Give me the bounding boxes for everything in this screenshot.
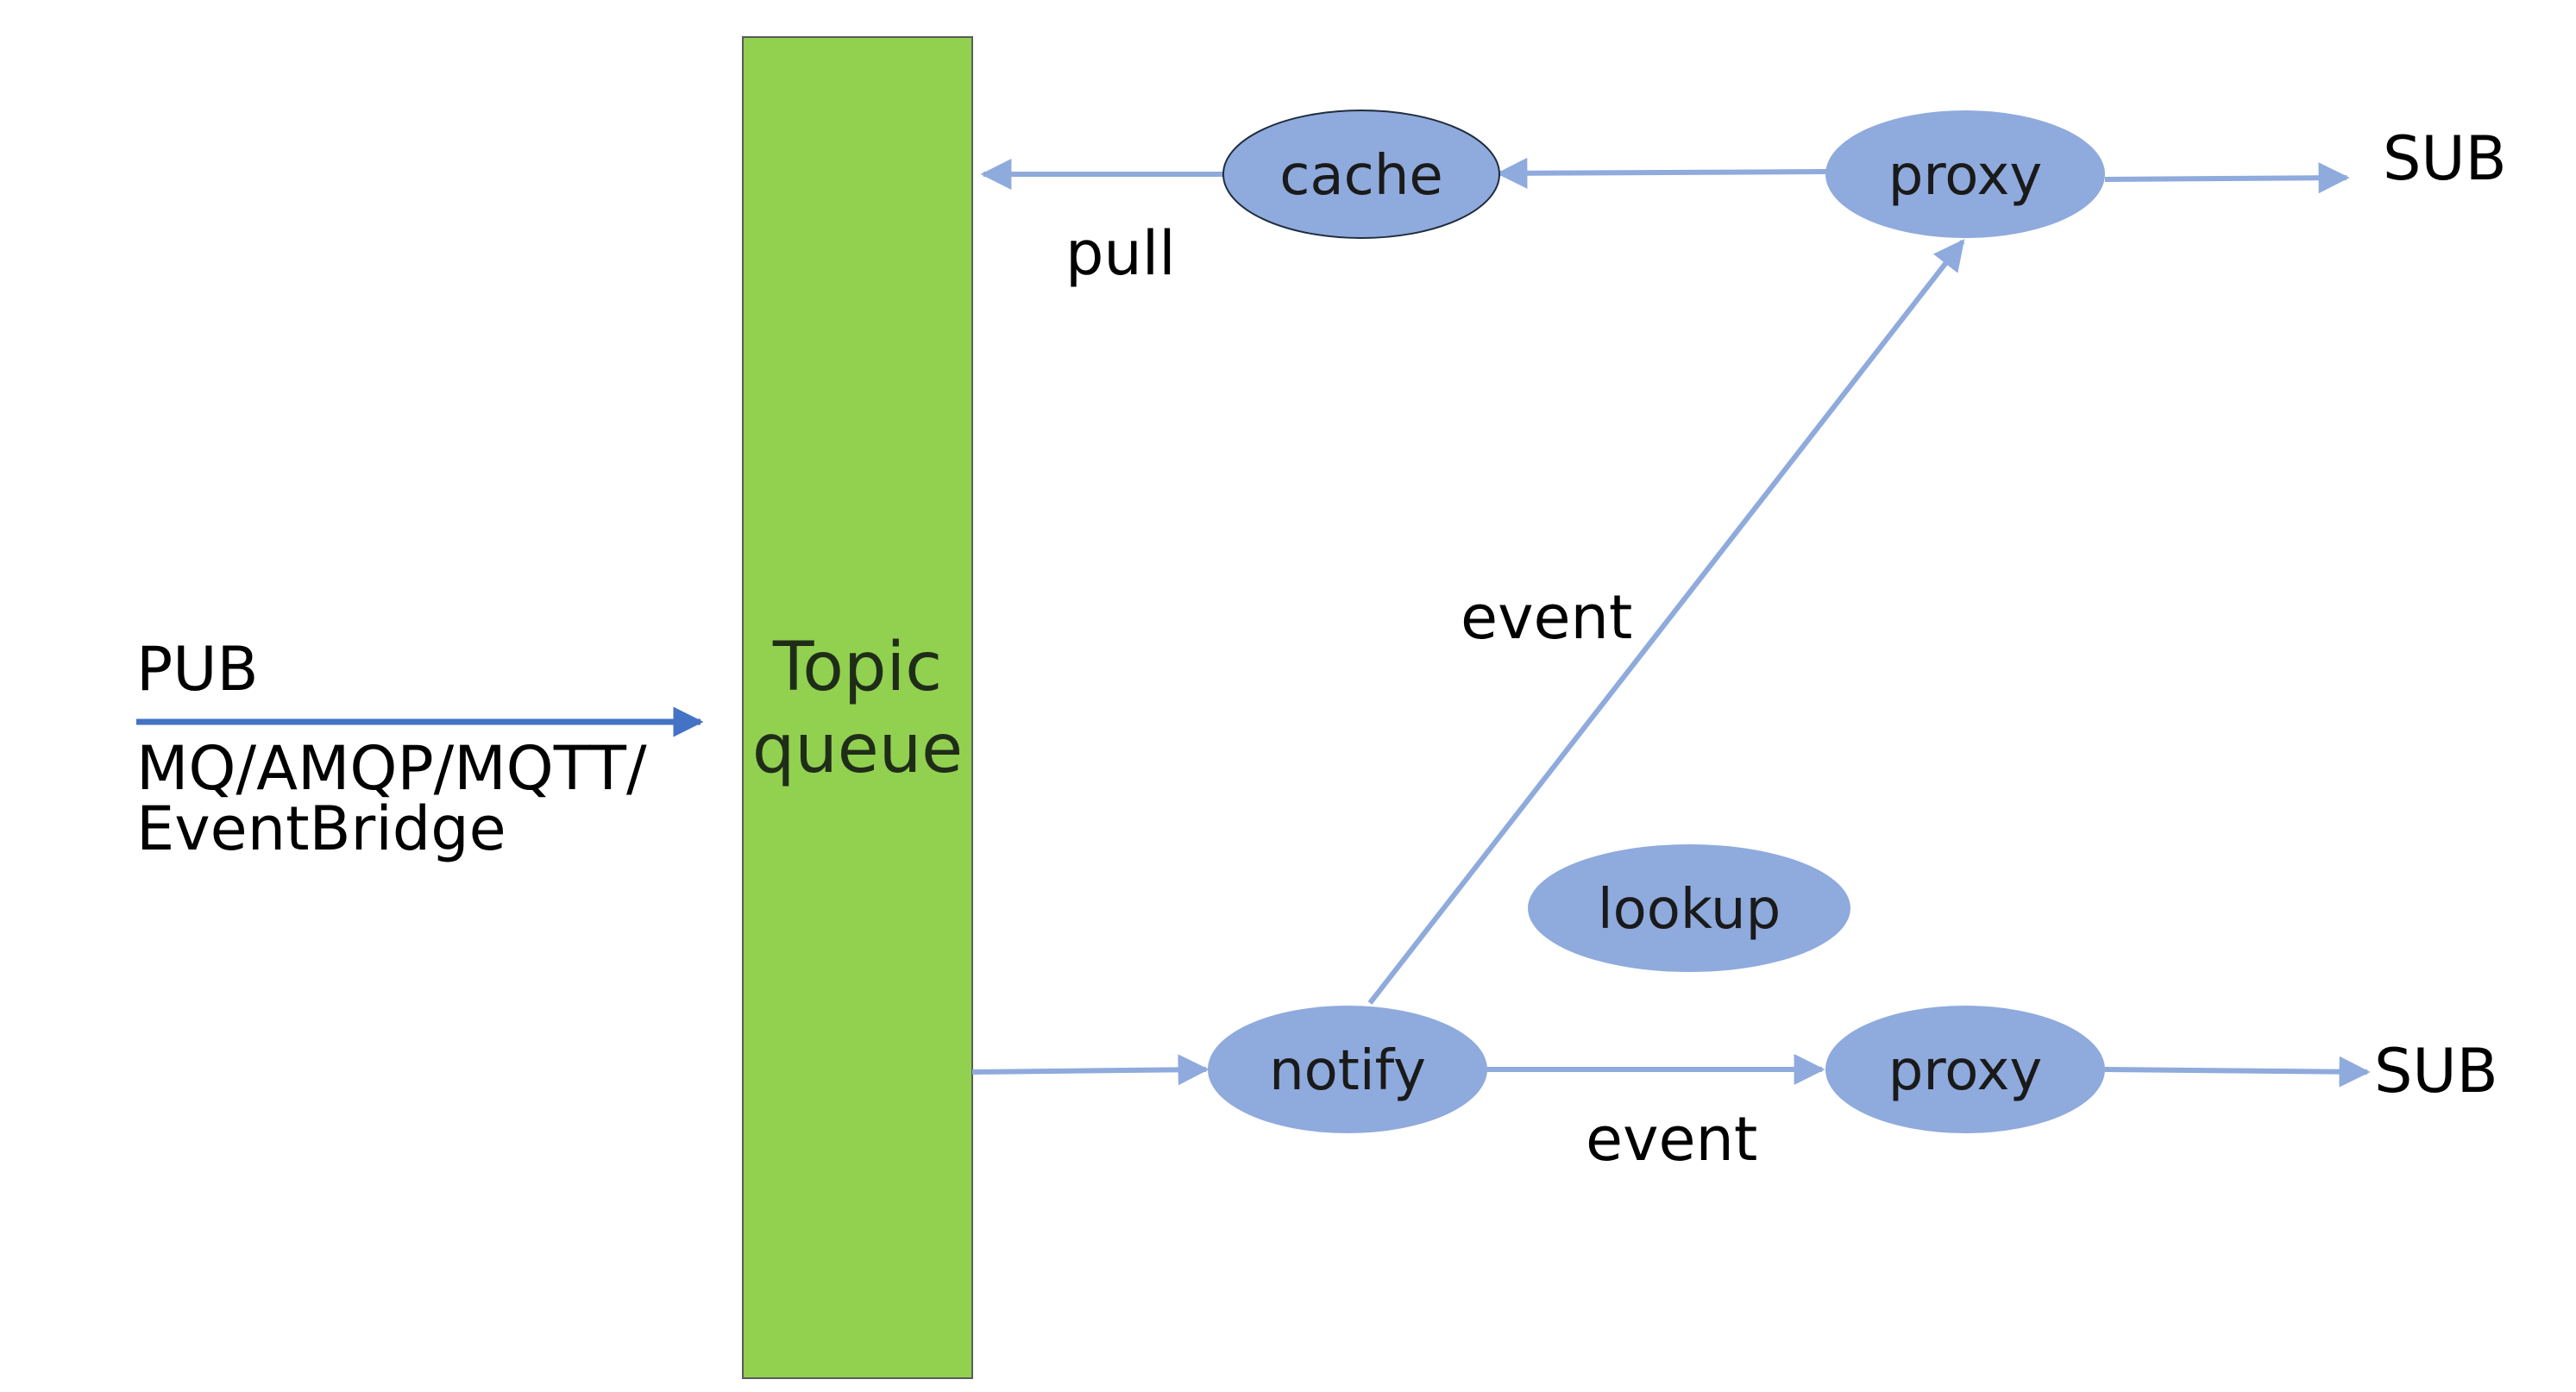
topic-queue-line2: queue xyxy=(752,711,963,788)
lookup-node xyxy=(1528,844,1850,972)
notify-label: notify xyxy=(1269,1039,1426,1103)
proxy-node-bottom xyxy=(1825,1006,2105,1133)
notify-node xyxy=(1208,1006,1487,1133)
event-label-diagonal: event xyxy=(1461,582,1632,653)
edge-proxy-to-sub-top xyxy=(2104,162,2350,194)
protocols-line2: EventBridge xyxy=(136,793,506,864)
proxy-node-top xyxy=(1825,110,2105,238)
edge-proxy-to-cache xyxy=(1496,157,1828,189)
lookup-label: lookup xyxy=(1598,878,1781,942)
proxy-top-label: proxy xyxy=(1888,144,2042,208)
edge-queue-to-notify xyxy=(971,1054,1209,1086)
pub-label: PUB xyxy=(136,634,258,705)
sub-bottom-label: SUB xyxy=(2374,1036,2498,1107)
pull-label: pull xyxy=(1065,218,1176,289)
topic-queue xyxy=(742,36,973,1379)
edge-proxy-to-sub-bottom xyxy=(2104,1056,2371,1088)
protocols-line1: MQ/AMQP/MQTT/ xyxy=(136,733,647,804)
cache-node xyxy=(1222,110,1500,239)
cache-label: cache xyxy=(1279,144,1443,208)
event-label-bottom: event xyxy=(1586,1104,1757,1175)
proxy-bottom-label: proxy xyxy=(1888,1039,2042,1103)
sub-top-label: SUB xyxy=(2383,123,2507,194)
edge-notify-to-proxy-top xyxy=(1367,239,1965,1005)
topic-queue-line1: Topic xyxy=(772,629,942,706)
